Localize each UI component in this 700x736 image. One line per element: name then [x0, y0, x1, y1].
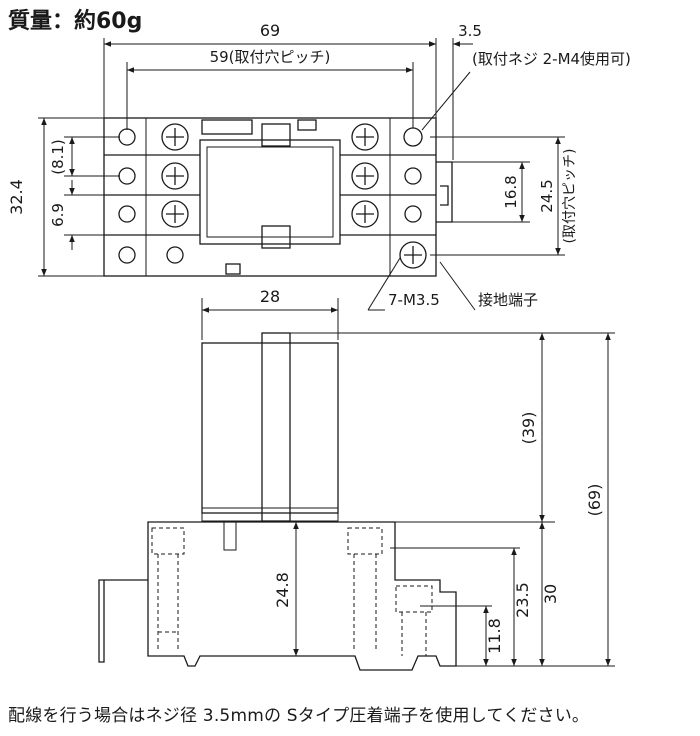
dim-23-5: 23.5: [513, 582, 532, 618]
dim-30: 30: [541, 584, 560, 604]
dim-69: (69): [585, 484, 604, 517]
dim-mount-offset: 3.5: [458, 22, 482, 40]
ground-screw-icon: [399, 241, 427, 269]
retaining-clip: [261, 123, 291, 147]
dim-28: 28: [260, 287, 280, 306]
socket-base: [98, 521, 457, 671]
weight-label: 質量：約60g: [8, 9, 143, 34]
socket-frame: [199, 139, 341, 245]
mount-hole-icon: [403, 127, 423, 147]
side-view: [98, 332, 457, 671]
dim-11-8: 11.8: [485, 618, 504, 654]
top-dimensions: [38, 38, 565, 311]
dim-16-8: 16.8: [502, 175, 520, 208]
dim-overall-width: 69: [260, 21, 280, 40]
dim-24-8: 24.8: [273, 572, 292, 608]
mount-screw-note: (取付ネジ 2-M4使用可): [472, 50, 631, 68]
relay-clip: [261, 332, 291, 522]
ground-terminal-label: 接地端子: [478, 291, 538, 309]
top-view: [103, 117, 453, 277]
vertical-pitch-note: (取付穴ピッチ): [562, 149, 578, 244]
base-outline: [103, 117, 437, 277]
footnote: 配線を行う場合はネジ径 3.5mmの Sタイプ圧着端子を使用してください。: [8, 706, 590, 726]
mount-hole-icon: [118, 128, 136, 146]
dim-pitch-width: 59(取付穴ピッチ): [210, 48, 331, 66]
dim-39: (39): [519, 412, 538, 445]
side-dimensions: [201, 298, 615, 667]
dim-8-1: (8.1): [49, 139, 67, 175]
din-latch: [436, 161, 453, 223]
dim-24-5: 24.5: [538, 179, 556, 212]
dim-6-9: 6.9: [49, 203, 67, 227]
screw-terminal-icon: [161, 123, 189, 151]
dim-32-4: 32.4: [7, 179, 26, 215]
relay-body: [201, 342, 339, 514]
terminal-screws-label: 7-M3.5: [388, 291, 440, 309]
